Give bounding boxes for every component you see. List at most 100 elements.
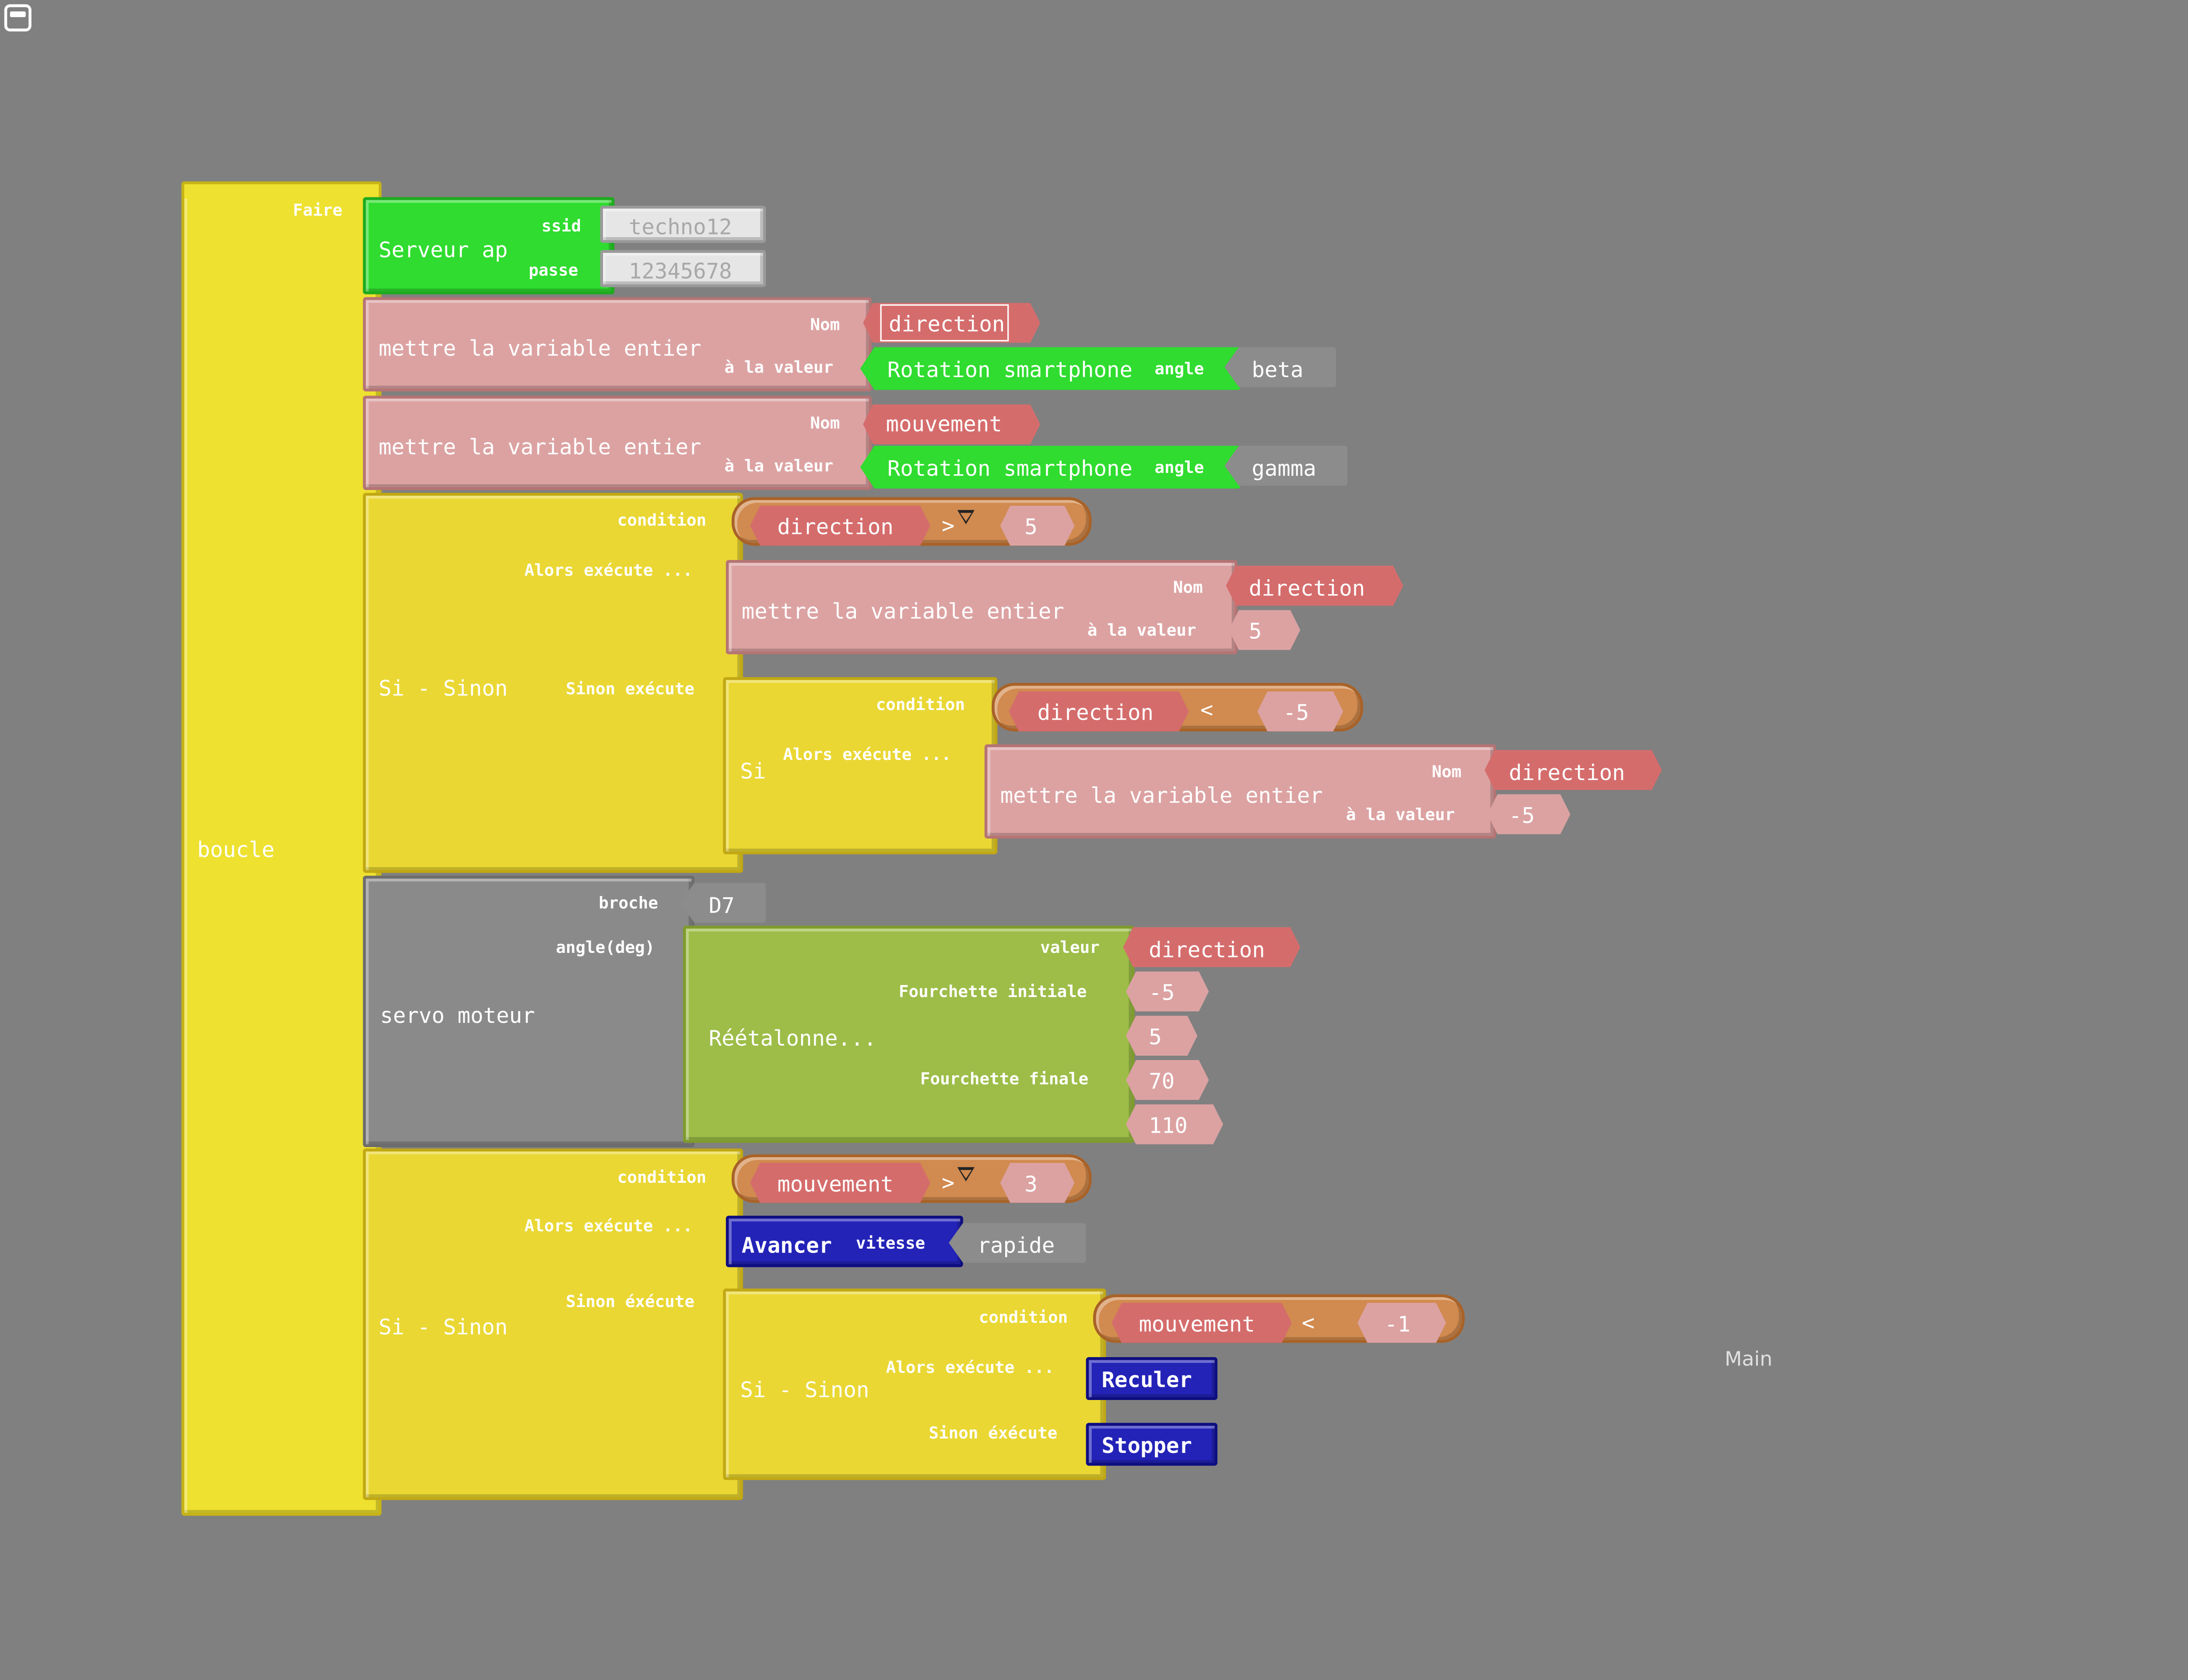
set-direction-block[interactable]: [363, 297, 872, 392]
servo-label: servo moteur: [380, 1003, 535, 1029]
remap-final-max-text: 110: [1149, 1113, 1188, 1139]
workspace-label: Main: [1725, 1348, 1773, 1372]
set-direction-label: mettre la variable entier: [379, 336, 701, 362]
if1-then-set-var-text: direction: [1248, 575, 1365, 602]
if1-inner-if-then-label: Alors exécute ...: [783, 744, 951, 764]
compare-4-var-text: mouvement: [1139, 1311, 1255, 1337]
compare-4-var[interactable]: [1112, 1303, 1291, 1343]
forward-speed-field[interactable]: [949, 1223, 1086, 1263]
set-mouvement-name-label: Nom: [810, 413, 840, 433]
loop-label: boucle: [197, 837, 275, 863]
compare-1-value-text: 5: [1024, 514, 1038, 540]
remap-label: Réétalonne...: [708, 1026, 877, 1052]
compare-3-value[interactable]: [1000, 1163, 1075, 1203]
remap-initial-label: Fourchette initiale: [898, 981, 1087, 1001]
set-direction-name-label: Nom: [810, 314, 840, 335]
pass-field[interactable]: [600, 250, 766, 287]
set-mouvement-block[interactable]: [363, 396, 872, 490]
set-direction-value-label: à la valeur: [724, 357, 834, 378]
servo-pin-field[interactable]: [680, 882, 766, 923]
compare-3-var-text: mouvement: [777, 1171, 894, 1197]
stop-block[interactable]: [1086, 1423, 1218, 1466]
if1-inner-set-block[interactable]: [984, 744, 1496, 839]
ssid-field[interactable]: [600, 206, 766, 243]
compare-3-op[interactable]: >: [941, 1170, 955, 1196]
if1-inner-set-name-label: Nom: [1431, 761, 1462, 782]
remap-initial-min[interactable]: [1126, 971, 1209, 1011]
if1-inner-if-block[interactable]: [723, 677, 998, 854]
if-else-1-block[interactable]: [363, 493, 743, 873]
if1-inner-set-var[interactable]: [1485, 750, 1662, 790]
rotation-beta-label: Rotation smartphone: [887, 357, 1133, 383]
if1-then-set-block[interactable]: [726, 560, 1238, 654]
if1-inner-set-value[interactable]: [1487, 794, 1570, 834]
forward-block[interactable]: [726, 1215, 963, 1267]
if2-inner-if-condition-label: condition: [978, 1307, 1068, 1327]
servo-block[interactable]: [363, 875, 694, 1148]
compare-2-value[interactable]: [1257, 691, 1343, 731]
if1-then-set-var[interactable]: [1226, 566, 1403, 606]
remap-initial-min-text: -5: [1149, 980, 1175, 1006]
remap-final-max[interactable]: [1126, 1104, 1223, 1144]
direction-var-text: direction: [889, 311, 1005, 337]
stop-label: Stopper: [1101, 1433, 1192, 1459]
if-else-1-else-label: Sinon exécute: [566, 679, 694, 699]
compare-3-var[interactable]: [750, 1163, 930, 1203]
remap-final-min[interactable]: [1126, 1060, 1209, 1100]
compare-2-op[interactable]: <: [1200, 697, 1213, 723]
if1-then-set-value-text: 5: [1248, 618, 1262, 644]
compare-1-value[interactable]: [1000, 506, 1075, 546]
compare-1-op[interactable]: >: [941, 513, 955, 539]
rotation-gamma-label: Rotation smartphone: [887, 455, 1133, 482]
remap-value-var-text: direction: [1149, 937, 1265, 963]
if1-inner-if-condition-label: condition: [876, 694, 965, 714]
direction-var[interactable]: [863, 303, 1040, 343]
if2-inner-if-block[interactable]: [723, 1288, 1106, 1480]
angle-gamma-value: gamma: [1252, 455, 1316, 482]
compare-1-var[interactable]: [750, 506, 930, 546]
if1-then-set-value-label: à la valeur: [1087, 620, 1196, 640]
ssid-label: ssid: [541, 216, 582, 236]
rotation-gamma-block[interactable]: [860, 445, 1241, 489]
if1-inner-set-value-label: à la valeur: [1346, 804, 1455, 825]
if-else-1-condition-label: condition: [617, 510, 707, 530]
if-else-1-then-label: Alors exécute ...: [524, 560, 693, 580]
mouvement-var-text: mouvement: [886, 411, 1002, 438]
set-mouvement-value-label: à la valeur: [724, 455, 834, 476]
forward-speed-label: vitesse: [856, 1232, 926, 1253]
if1-then-set-label: mettre la variable entier: [741, 598, 1064, 624]
loop-block[interactable]: [181, 181, 382, 1516]
if2-inner-if-then-label: Alors exécute ...: [886, 1357, 1054, 1377]
if1-inner-set-label: mettre la variable entier: [1000, 783, 1323, 809]
compare-4-value[interactable]: [1357, 1303, 1446, 1343]
direction-var-selection: [880, 304, 1009, 342]
if1-inner-if-label: Si: [740, 758, 766, 784]
compare-2-var[interactable]: [1009, 691, 1189, 731]
compare-2-var-text: direction: [1037, 700, 1154, 726]
if2-inner-if-else-label: Sinon éxécute: [929, 1423, 1058, 1443]
servo-pin-label: broche: [599, 892, 658, 913]
remap-initial-max-text: 5: [1149, 1024, 1162, 1050]
back-label: Reculer: [1101, 1367, 1192, 1393]
angle-beta-field[interactable]: [1224, 347, 1336, 387]
rotation-beta-block[interactable]: [860, 347, 1241, 390]
set-mouvement-label: mettre la variable entier: [379, 434, 701, 460]
if-else-2-condition-label: condition: [617, 1167, 707, 1187]
mouvement-var[interactable]: [863, 404, 1040, 444]
if1-then-set-value[interactable]: [1229, 610, 1300, 650]
window-icon[interactable]: [4, 4, 32, 32]
server-ap-block[interactable]: [363, 197, 615, 294]
back-block[interactable]: [1086, 1357, 1218, 1400]
compare-1-var-text: direction: [777, 514, 894, 540]
compare-4-op[interactable]: <: [1301, 1310, 1315, 1336]
if-else-2-else-label: Sinon éxécute: [566, 1291, 694, 1312]
loop-do-label: Faire: [293, 200, 343, 220]
compare-1-dropdown-icon[interactable]: [957, 510, 975, 525]
if1-then-set-name-label: Nom: [1173, 577, 1203, 597]
remap-initial-max[interactable]: [1126, 1016, 1197, 1056]
angle-gamma-field[interactable]: [1224, 445, 1348, 486]
remap-value-var[interactable]: [1123, 927, 1301, 967]
if-else-2-then-label: Alors exécute ...: [524, 1215, 693, 1236]
compare-3-dropdown-icon[interactable]: [957, 1167, 975, 1182]
